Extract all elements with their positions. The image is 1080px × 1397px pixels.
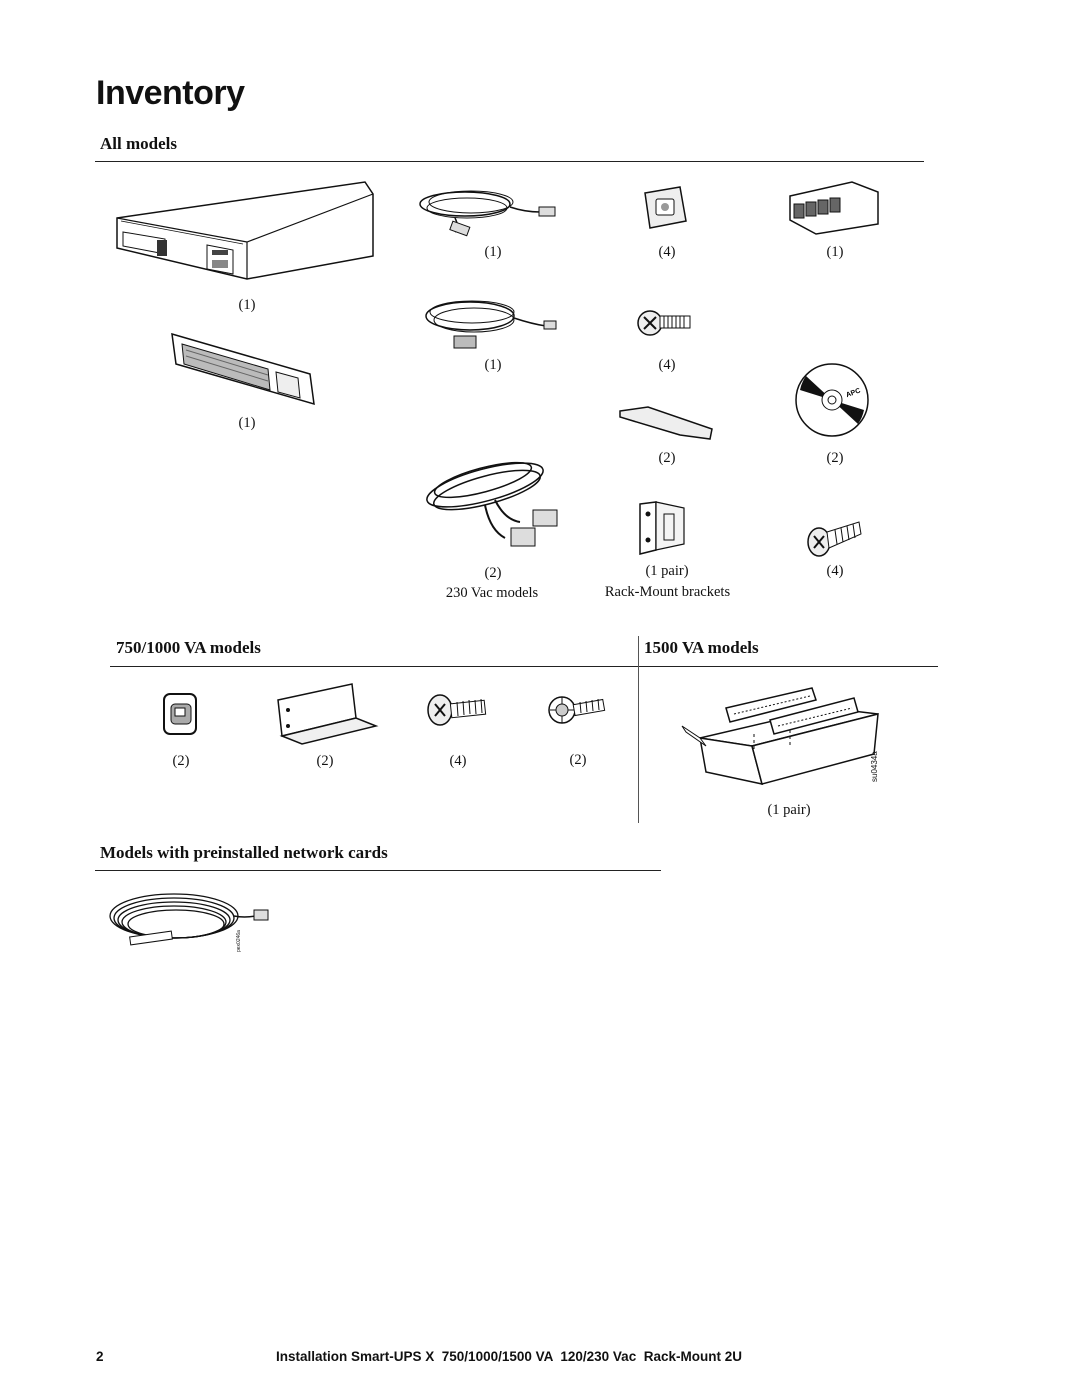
power-cord-illustration [415,450,565,556]
section-rule-va-models [110,666,938,667]
handle-quantity: (2) [658,450,676,466]
star-screw-illustration [546,688,610,728]
flat-screw-quantity: (4) [826,563,844,579]
section-heading-all-models: All models [100,134,177,153]
flat-screw-illustration [805,516,865,562]
figure-code-network: pex0246a [236,930,242,952]
cd-quantity: (2) [826,450,844,466]
usb-cable-quantity: (1) [484,244,502,260]
power-cord-quantity: (2) [484,565,502,581]
page-title: Inventory [96,74,245,112]
ups-unit-quantity: (1) [238,297,256,313]
front-bezel-illustration [168,330,316,408]
front-bezel-quantity: (1) [238,415,256,431]
serial-cable-quantity: (1) [484,357,502,373]
rails-kit-illustration [678,680,898,790]
section-divider [638,636,639,823]
terminal-block-illustration [782,176,882,236]
screw-illustration [636,302,696,344]
temperature-probe-illustration [104,886,274,960]
cage-nut-illustration [640,185,690,231]
cd-illustration: APC [792,360,872,440]
serial-cable-illustration [420,294,560,356]
usb-cable-illustration [415,182,565,242]
page-number: 2 [96,1349,104,1364]
cd-logo-text: APC [845,387,861,399]
section-heading-750-1000-va: 750/1000 VA models [116,638,261,657]
rack-mount-bracket-illustration [634,500,694,556]
clip-illustration [160,690,200,738]
angle-bracket-quantity: (2) [316,753,334,769]
cage-nut-quantity: (4) [658,244,676,260]
rails-kit-quantity: (1 pair) [767,802,811,818]
screw-quantity: (4) [658,357,676,373]
angle-bracket-illustration [272,680,382,750]
rack-mount-bracket-quantity: (1 pair) [645,563,689,579]
star-screw-quantity: (2) [569,752,587,768]
section-rule-network-cards [95,870,661,871]
section-rule-all-models [95,161,924,162]
ups-unit-illustration [115,180,377,280]
pan-screw-quantity: (4) [449,753,467,769]
clip-quantity: (2) [172,753,190,769]
footer-doc-title: Installation Smart-UPS X 750/1000/1500 V… [276,1349,742,1364]
section-heading-1500-va: 1500 VA models [644,638,759,657]
section-heading-network-cards: Models with preinstalled network cards [100,843,388,862]
pan-screw-illustration [425,690,491,730]
figure-code-1500: su0434a [870,751,879,782]
terminal-block-quantity: (1) [826,244,844,260]
handle-illustration [618,405,716,445]
rack-mount-bracket-caption: Rack-Mount brackets [604,584,731,600]
power-cord-caption: 230 Vac models [445,585,539,601]
